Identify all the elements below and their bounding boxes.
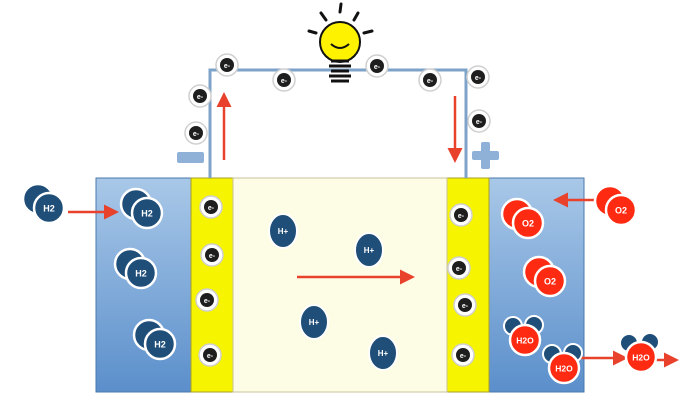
proton: H+ — [354, 232, 384, 268]
minus-sign-icon — [177, 152, 204, 163]
hydrogen-molecule: H2 — [113, 247, 158, 290]
electron-label: e- — [204, 298, 211, 305]
electron: e- — [447, 256, 471, 280]
electron-label: e- — [207, 353, 214, 360]
oxygen-molecule: O2 — [593, 184, 638, 227]
hydrogen-molecule-label: H2 — [141, 209, 153, 219]
electron: e- — [215, 53, 239, 77]
electron: e- — [451, 343, 475, 367]
electron: e- — [418, 68, 442, 92]
water-molecule: H2O — [542, 343, 583, 385]
electrons-group: e-e-e-e-e-e-e-e-e-e-e-e-e-e-e-e- — [184, 53, 491, 367]
protons-group: H+ H+ H+ H+ — [268, 213, 398, 371]
electron-label: e- — [475, 75, 482, 82]
electron-label: e- — [209, 253, 216, 260]
electron-label: e- — [208, 205, 215, 212]
electron: e- — [188, 84, 212, 108]
proton: H+ — [268, 213, 298, 249]
oxygen-molecule: O2 — [500, 197, 545, 240]
proton-label: H+ — [364, 246, 375, 255]
water-molecule: H2O — [619, 332, 660, 374]
hydrogen-molecule: H2 — [119, 187, 164, 230]
electron-label: e- — [374, 64, 381, 71]
electron-label: e- — [197, 94, 204, 101]
hydrogen-molecule: H2 — [132, 318, 177, 361]
electron: e- — [453, 293, 477, 317]
proton: H+ — [299, 304, 329, 340]
electron-label: e- — [458, 213, 465, 220]
oxygen-molecule-label: O2 — [544, 277, 556, 287]
electron: e- — [195, 288, 219, 312]
proton: H+ — [368, 335, 398, 371]
hydrogen-molecule-label: H2 — [135, 269, 147, 279]
hydrogen-molecule-label: H2 — [43, 204, 55, 214]
electron: e- — [467, 109, 491, 133]
electron: e- — [200, 243, 224, 267]
electron: e- — [199, 195, 223, 219]
hydrogen-molecule: H2 — [21, 182, 66, 225]
electrolyte-membrane — [232, 177, 448, 393]
water-molecule-label: H2O — [516, 336, 534, 346]
proton-label: H+ — [278, 227, 289, 236]
oxygen-molecule-label: O2 — [522, 219, 534, 229]
electron: e- — [365, 54, 389, 78]
hydrogen-molecule-label: H2 — [154, 340, 166, 350]
light-bulb-icon — [307, 2, 374, 83]
electron: e- — [466, 65, 490, 89]
proton-label: H+ — [378, 349, 389, 358]
electron-label: e- — [193, 131, 200, 138]
proton-label: H+ — [309, 318, 320, 327]
electron-label: e- — [281, 78, 288, 85]
water-molecule: H2O — [503, 315, 544, 357]
water-molecule-label: H2O — [632, 353, 650, 363]
electron-label: e- — [462, 303, 469, 310]
electron-label: e- — [476, 119, 483, 126]
oxygen-molecule-label: O2 — [615, 206, 627, 216]
water-molecule-label: H2O — [555, 364, 573, 374]
electron-label: e- — [224, 63, 231, 70]
electron: e- — [184, 121, 208, 145]
electron: e- — [449, 203, 473, 227]
plus-sign-icon — [472, 142, 499, 169]
oxygen-molecule: O2 — [522, 255, 567, 298]
electron-label: e- — [427, 78, 434, 85]
electron: e- — [198, 343, 222, 367]
electron: e- — [272, 68, 296, 92]
electron-label: e- — [460, 353, 467, 360]
water-molecules-group: H2O H2O H2O — [503, 315, 660, 385]
electron-label: e- — [456, 266, 463, 273]
